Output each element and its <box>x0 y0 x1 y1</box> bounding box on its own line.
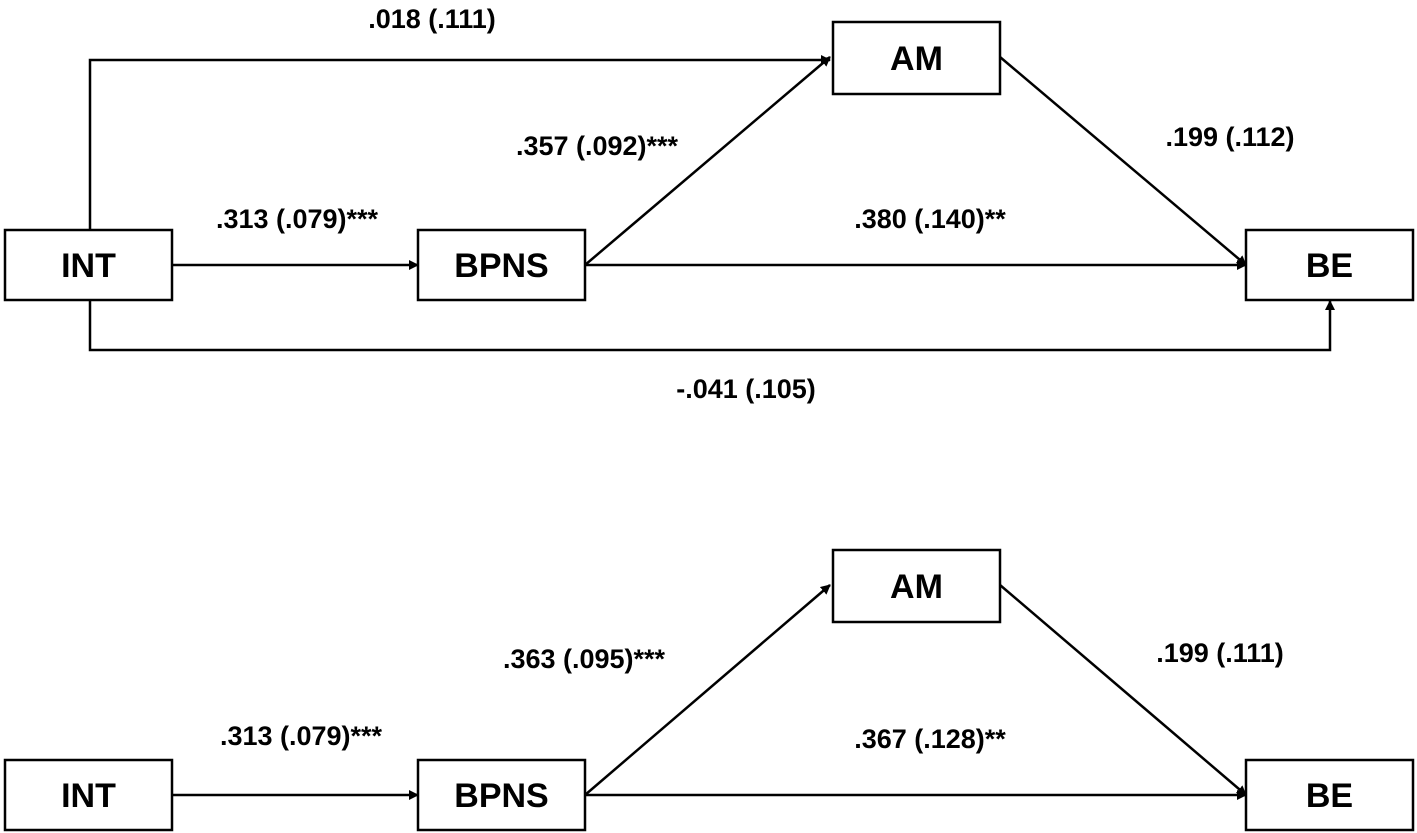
model-2: INT BPNS AM BE .313 (.079)*** .363 (.095… <box>3 548 1415 832</box>
node-int: INT <box>3 228 174 302</box>
edge-label-bpns-be: .380 (.140)** <box>854 204 1006 234</box>
node-be-label: BE <box>1306 247 1353 285</box>
edge-label-int-be: -.041 (.105) <box>676 374 816 404</box>
edge-label-bpns-am: .363 (.095)*** <box>503 644 666 674</box>
node-be-label: BE <box>1306 777 1353 815</box>
node-bpns: BPNS <box>416 758 587 832</box>
node-am-label: AM <box>890 40 943 78</box>
edge-int-am <box>88 55 831 230</box>
edge-am-be <box>999 584 1247 796</box>
edge-label-int-bpns: .313 (.079)*** <box>220 721 383 751</box>
edge-label-bpns-be: .367 (.128)** <box>854 724 1006 754</box>
node-be: BE <box>1244 228 1415 302</box>
edge-label-am-be: .199 (.111) <box>1156 638 1284 668</box>
model-1: INT BPNS AM BE .018 (.111) .313 (.079)**… <box>3 4 1415 404</box>
edge-int-be <box>88 300 1335 352</box>
node-am: AM <box>831 548 1002 624</box>
node-bpns-label: BPNS <box>454 777 548 815</box>
edge-am-be <box>999 56 1247 266</box>
edge-bpns-am <box>584 584 831 796</box>
node-int: INT <box>3 758 174 832</box>
node-bpns: BPNS <box>416 228 587 302</box>
node-int-label: INT <box>61 777 116 815</box>
node-am: AM <box>831 20 1002 96</box>
node-bpns-label: BPNS <box>454 247 548 285</box>
node-am-label: AM <box>890 568 943 606</box>
node-be: BE <box>1244 758 1415 832</box>
edge-label-am-be: .199 (.112) <box>1165 122 1294 152</box>
edge-label-bpns-am: .357 (.092)*** <box>516 131 679 161</box>
edge-label-int-am: .018 (.111) <box>368 4 496 34</box>
edge-label-int-bpns: .313 (.079)*** <box>216 204 379 234</box>
node-int-label: INT <box>61 247 116 285</box>
edge-bpns-am <box>584 56 831 266</box>
